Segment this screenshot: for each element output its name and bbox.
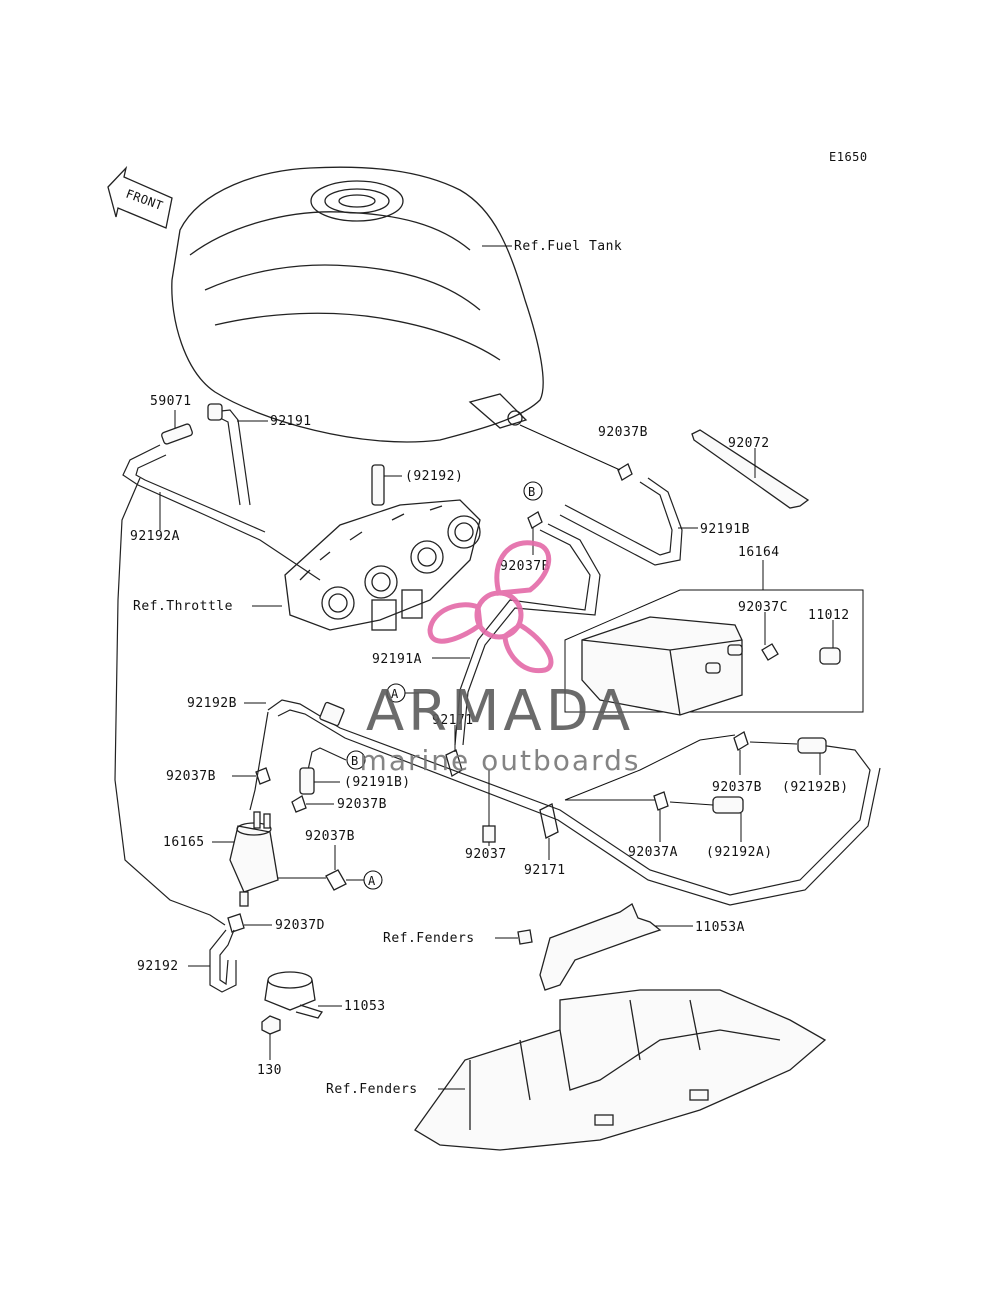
fuel-tank xyxy=(171,166,544,443)
hose-92191A xyxy=(454,523,601,746)
bolt-130 xyxy=(261,1015,281,1035)
hose-92191B xyxy=(559,477,683,566)
label-ref-fenders-top: Ref.Fenders xyxy=(383,931,475,946)
hose-92191B-paren xyxy=(299,747,347,795)
label-92191: 92191 xyxy=(270,414,312,429)
propeller-icon xyxy=(427,540,554,674)
callout-b-top: B xyxy=(523,481,543,501)
clamp-92037B-right xyxy=(733,731,749,751)
label-92192: 92192 xyxy=(137,959,179,974)
label-92037C: 92037C xyxy=(738,600,788,615)
label-92192B: 92192B xyxy=(187,696,237,711)
clip-ref-fenders xyxy=(517,929,533,945)
label-ref-fuel-tank: Ref.Fuel Tank xyxy=(514,239,622,254)
label-16165: 16165 xyxy=(163,835,205,850)
fuel-filter-16165 xyxy=(229,811,279,907)
bracket-92072 xyxy=(691,429,810,509)
clamp-92171-bot xyxy=(539,803,559,839)
callout-a-bot: A xyxy=(363,870,383,890)
callout-b-top-letter: B xyxy=(528,485,536,499)
callout-a-bot-letter: A xyxy=(368,874,376,888)
watermark-subtitle: marine outboards xyxy=(360,744,641,777)
canister-16164 xyxy=(564,589,864,716)
callout-b-mid: B xyxy=(346,750,366,770)
callout-b-mid-letter: B xyxy=(351,754,359,768)
hose-92192B-paren xyxy=(797,737,827,754)
hose-92192A xyxy=(114,444,321,926)
hose-92191 xyxy=(207,403,251,506)
callout-a-mid-letter: A xyxy=(391,687,399,701)
cap-11012 xyxy=(819,647,841,665)
label-92192A: 92192A xyxy=(130,529,180,544)
hose-92192-paren xyxy=(371,464,385,506)
hose-92192B xyxy=(249,699,881,906)
label-16164: 16164 xyxy=(738,545,780,560)
clamp-92037B-left2 xyxy=(291,795,307,813)
diagram-code: E1650 xyxy=(829,150,868,164)
label-92037B-mid: 92037B xyxy=(500,559,550,574)
front-arrow-label: FRONT xyxy=(124,187,165,213)
label-92192-paren: (92192) xyxy=(405,469,463,484)
hose-92192 xyxy=(209,929,237,993)
label-11012: 11012 xyxy=(808,608,850,623)
label-92037B-right: 92037B xyxy=(712,780,762,795)
label-92191A: 92191A xyxy=(372,652,422,667)
label-92037D: 92037D xyxy=(275,918,325,933)
label-59071: 59071 xyxy=(150,394,192,409)
clamp-92037B-left xyxy=(255,767,271,785)
clamp-92037B-mid xyxy=(527,511,543,529)
armada-watermark-logo: ARMADA marine outboards xyxy=(360,540,641,777)
bracket-92037 xyxy=(482,825,496,843)
label-92171-top: 92171 xyxy=(432,713,474,728)
clamp-92037B-left3 xyxy=(325,869,347,891)
label-92171-bot: 92171 xyxy=(524,863,566,878)
clamp-92037B-top xyxy=(617,463,633,481)
label-130: 130 xyxy=(257,1063,282,1078)
watermark-title: ARMADA xyxy=(366,679,634,744)
label-92191B: 92191B xyxy=(700,522,750,537)
clamp-92037D xyxy=(227,913,245,933)
label-92192A-paren: (92192A) xyxy=(706,845,773,860)
band-11053 xyxy=(264,971,324,1019)
label-92037: 92037 xyxy=(465,847,507,862)
label-11053A: 11053A xyxy=(695,920,745,935)
clamp-92037A xyxy=(653,791,669,811)
front-arrow-icon: FRONT xyxy=(107,165,173,229)
label-92037B-left2: 92037B xyxy=(337,797,387,812)
label-92072: 92072 xyxy=(728,436,770,451)
label-92191B-paren: (92191B) xyxy=(344,775,411,790)
hose-92192A-paren xyxy=(712,796,744,814)
throttle-body-assembly xyxy=(284,499,481,631)
label-92037A: 92037A xyxy=(628,845,678,860)
label-92192B-paren: (92192B) xyxy=(782,780,849,795)
label-ref-fenders-bot: Ref.Fenders xyxy=(326,1082,418,1097)
bracket-11053A xyxy=(539,903,662,991)
label-ref-throttle: Ref.Throttle xyxy=(133,599,233,614)
rear-fender xyxy=(414,989,827,1151)
label-92037B-left3: 92037B xyxy=(305,829,355,844)
fitting-59071 xyxy=(161,423,193,445)
clamp-92037C xyxy=(761,643,779,661)
label-11053: 11053 xyxy=(344,999,386,1014)
label-92037B-top: 92037B xyxy=(598,425,648,440)
label-92037B-left: 92037B xyxy=(166,769,216,784)
